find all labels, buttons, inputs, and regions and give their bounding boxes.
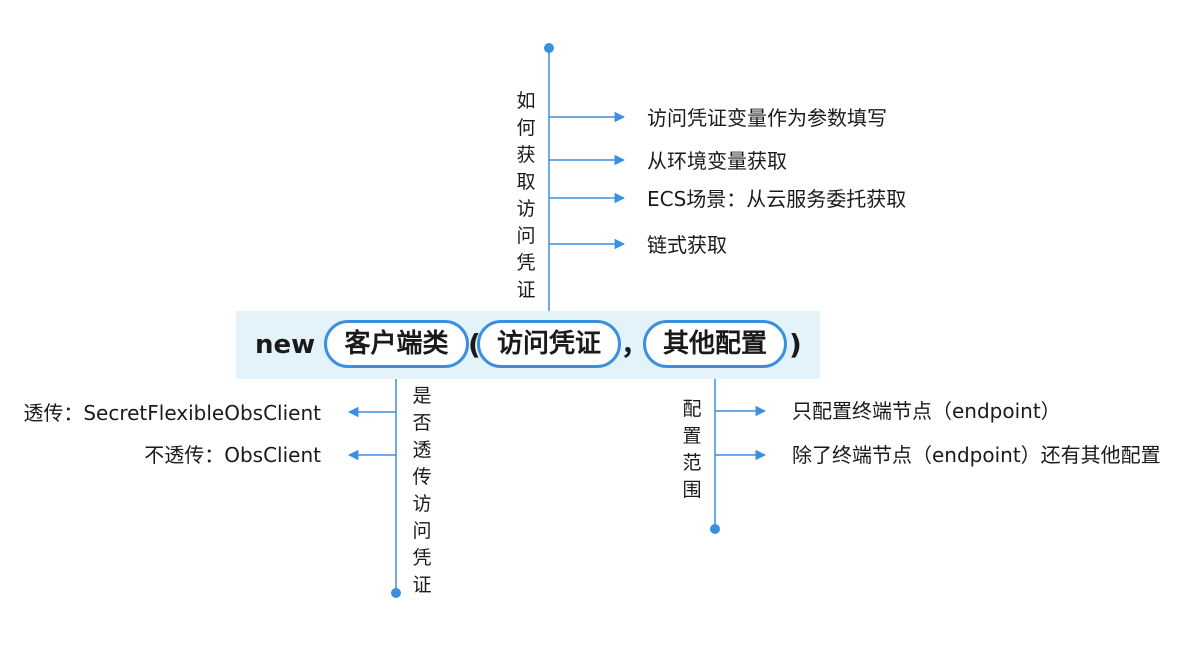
- config-pill: 其他配置: [643, 320, 787, 368]
- right-item-1: 只配置终端节点（endpoint）: [792, 399, 1061, 423]
- code-keyword: new: [255, 330, 316, 360]
- right-branch-label: 配置范围: [682, 398, 702, 501]
- close-paren: ): [789, 328, 802, 361]
- credential-pill: 访问凭证: [477, 320, 621, 368]
- left-branch-label: 是否透传访问凭证: [412, 385, 432, 596]
- top-spine-dot: [544, 43, 554, 53]
- right-spine-dot: [710, 524, 720, 534]
- top-item-3: ECS场景：从云服务委托获取: [647, 187, 907, 211]
- top-item-2: 从环境变量获取: [647, 149, 787, 173]
- right-item-2: 除了终端节点（endpoint）还有其他配置: [792, 443, 1161, 467]
- top-branch-label: 如何获取访问凭证: [516, 90, 536, 301]
- top-item-4: 链式获取: [647, 233, 727, 257]
- left-item-1: 透传：SecretFlexibleObsClient: [23, 401, 321, 425]
- left-item-2: 不透传：ObsClient: [144, 443, 321, 467]
- left-spine-dot: [391, 588, 401, 598]
- top-item-1: 访问凭证变量作为参数填写: [647, 106, 887, 130]
- class-pill: 客户端类: [324, 320, 469, 368]
